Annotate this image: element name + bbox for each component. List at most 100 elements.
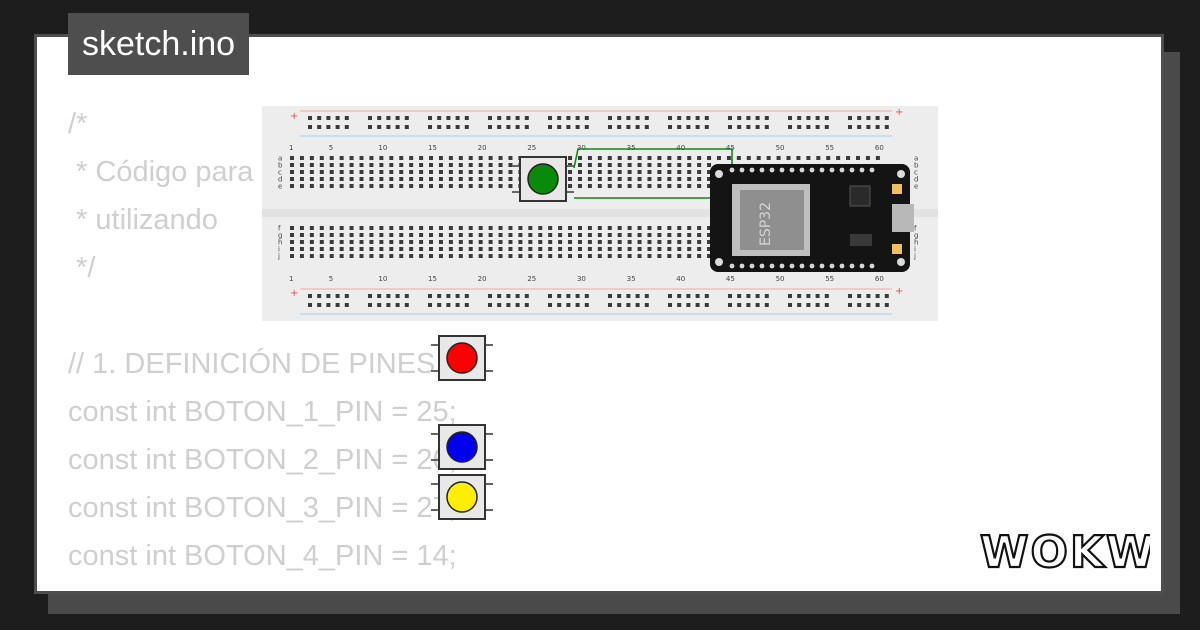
terminal-hole: [379, 233, 384, 237]
file-tab[interactable]: sketch.ino: [68, 13, 250, 75]
terminal-hole: [548, 233, 553, 237]
terminal-hole: [359, 247, 364, 251]
terminal-hole: [458, 156, 463, 160]
terminal-hole: [577, 226, 582, 230]
rail-hole: [857, 303, 862, 307]
pushbutton-green[interactable]: [512, 155, 574, 203]
rail-hole: [344, 125, 349, 129]
terminal-hole: [389, 240, 394, 244]
rail-plus-bottom: +: [290, 288, 298, 299]
terminal-hole: [667, 170, 672, 174]
rail-hole: [788, 116, 792, 120]
rail-hole: [686, 303, 691, 307]
terminal-hole: [379, 226, 384, 230]
rail-hole: [686, 116, 691, 120]
terminal-hole: [429, 163, 434, 167]
terminal-hole: [349, 177, 354, 181]
terminal-hole: [667, 233, 672, 237]
terminal-hole: [349, 233, 354, 237]
rail-hole: [875, 125, 880, 129]
column-label-bottom: 20: [478, 275, 487, 283]
terminal-hole: [657, 170, 662, 174]
terminal-hole: [607, 254, 612, 258]
esp32-pin: [819, 263, 825, 269]
terminal-hole: [448, 177, 453, 181]
terminal-hole: [419, 156, 424, 160]
terminal-hole: [339, 247, 344, 251]
terminal-hole: [528, 254, 533, 258]
rail-hole: [737, 116, 742, 120]
terminal-hole: [667, 156, 672, 160]
terminal-hole: [518, 226, 523, 230]
esp32-pin: [789, 263, 795, 269]
rail-hole: [884, 125, 889, 129]
terminal-hole: [677, 156, 682, 160]
terminal-hole: [498, 233, 503, 237]
terminal-hole: [468, 163, 473, 167]
terminal-hole: [667, 240, 672, 244]
terminal-hole: [329, 156, 334, 160]
rail-hole: [464, 303, 469, 307]
rail-hole: [428, 303, 432, 307]
terminal-hole: [518, 254, 523, 258]
column-label-top: 1: [289, 144, 293, 152]
terminal-hole: [697, 170, 702, 174]
terminal-hole: [438, 177, 443, 181]
terminal-hole: [478, 247, 483, 251]
terminal-hole: [498, 177, 503, 181]
rail-hole: [497, 125, 502, 129]
terminal-hole: [707, 170, 712, 174]
terminal-hole: [329, 233, 334, 237]
terminal-hole: [806, 156, 811, 160]
terminal-hole: [558, 240, 563, 244]
pushbutton-yellow[interactable]: [431, 473, 493, 521]
rail-hole: [875, 303, 880, 307]
terminal-hole: [568, 226, 573, 230]
terminal-hole: [647, 240, 652, 244]
terminal-hole: [419, 247, 424, 251]
rail-hole: [728, 125, 732, 129]
rail-hole: [644, 294, 649, 298]
terminal-hole: [568, 156, 573, 160]
rail-hole: [764, 125, 769, 129]
row-label: e: [914, 183, 918, 191]
rail-hole: [746, 125, 751, 129]
terminal-hole: [309, 170, 314, 174]
terminal-hole: [359, 156, 364, 160]
rail-hole: [515, 116, 520, 120]
terminal-hole: [399, 156, 404, 160]
rail-hole: [395, 125, 400, 129]
terminal-hole: [329, 184, 334, 188]
rail-hole: [806, 303, 811, 307]
terminal-hole: [438, 156, 443, 160]
esp32-pin: [829, 167, 835, 173]
column-label-bottom: 15: [428, 275, 437, 283]
terminal-hole: [498, 226, 503, 230]
terminal-hole: [518, 240, 523, 244]
terminal-hole: [707, 156, 712, 160]
rail-hole: [824, 294, 829, 298]
row-label: d: [278, 176, 282, 184]
terminal-hole: [349, 226, 354, 230]
esp32-pin: [839, 263, 845, 269]
row-label: b: [278, 162, 283, 170]
column-label-top: 10: [378, 144, 387, 152]
pushbutton-blue[interactable]: [431, 423, 493, 471]
terminal-hole: [478, 226, 483, 230]
rail-hole: [644, 116, 649, 120]
terminal-hole: [707, 254, 712, 258]
rail-hole: [575, 303, 580, 307]
terminal-hole: [687, 156, 692, 160]
rail-hole: [566, 303, 571, 307]
terminal-hole: [419, 177, 424, 181]
terminal-hole: [468, 177, 473, 181]
pushbutton-red[interactable]: [431, 334, 493, 382]
rail-hole: [875, 294, 880, 298]
terminal-hole: [399, 226, 404, 230]
terminal-hole: [429, 233, 434, 237]
rail-hole: [395, 294, 400, 298]
terminal-hole: [677, 170, 682, 174]
rail-plus-bottom-right: +: [895, 286, 903, 297]
terminal-hole: [627, 247, 632, 251]
terminal-hole: [607, 156, 612, 160]
